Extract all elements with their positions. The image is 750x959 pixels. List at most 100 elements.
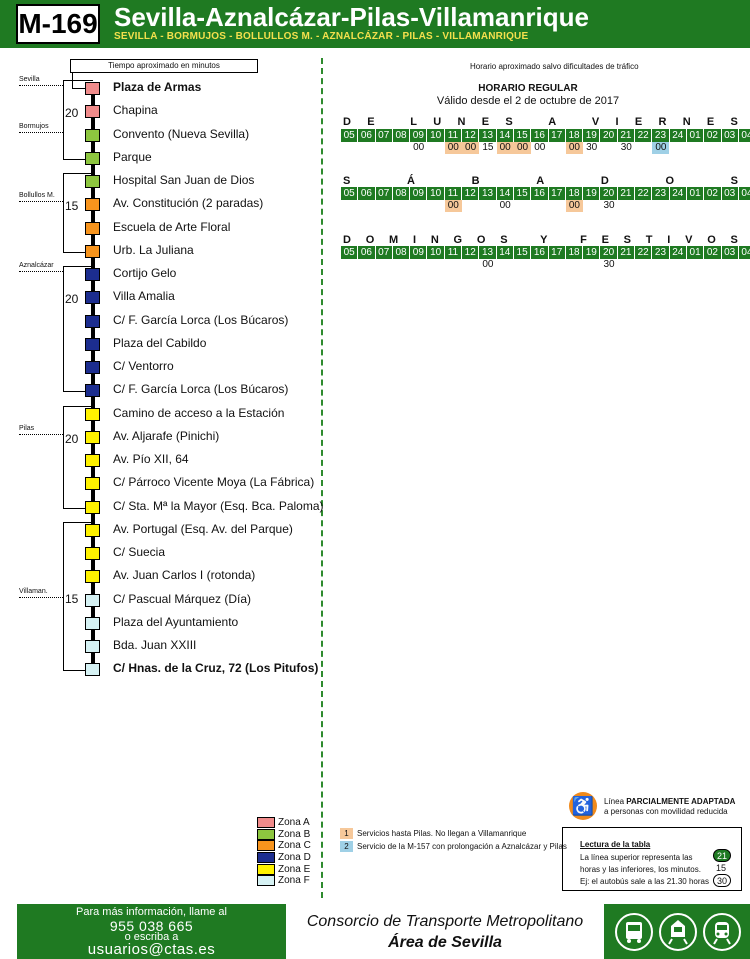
segment-bracket — [63, 405, 93, 509]
time-label: Tiempo aproximado en minutos — [70, 59, 258, 73]
hour-cell: 20 — [600, 187, 618, 200]
bus-icon — [615, 913, 653, 951]
hour-cell: 04 — [738, 129, 750, 142]
hour-cell: 23 — [652, 246, 670, 259]
stop-marker — [85, 198, 100, 212]
segment-bracket — [63, 521, 93, 672]
day-label-letter: N — [682, 116, 691, 128]
minute-cell: 30 — [620, 142, 632, 153]
stop-name: C/ Hnas. de la Cruz, 72 (Los Pitufos) — [113, 661, 319, 676]
stop-marker — [85, 244, 100, 258]
reading-line2: horas y las inferiores, los minutos. — [580, 865, 701, 874]
reading-line1: La línea superior representa las — [580, 853, 693, 862]
segment-minutes: 20 — [65, 431, 79, 446]
footer-phone[interactable]: 955 038 665 — [109, 918, 194, 934]
day-label-letter: O — [365, 234, 375, 246]
day-label-letter — [522, 234, 525, 246]
day-label-letter: O — [665, 175, 674, 187]
minute-cell: 00 — [496, 142, 514, 154]
day-label-letter: I — [412, 234, 417, 246]
hour-cell: 11 — [444, 187, 463, 200]
stop-name: Hospital San Juan de Dios — [113, 173, 255, 187]
example-hour: 21 — [713, 849, 731, 862]
stop-name: Av. Pío XII, 64 — [113, 452, 189, 466]
line-code-badge: M-169 — [16, 4, 100, 44]
minute-cell: 00 — [499, 200, 511, 211]
stop-marker — [85, 384, 100, 398]
stop-name: C/ F. García Lorca (Los Búcaros) — [113, 382, 289, 397]
hour-cell: 07 — [375, 246, 393, 259]
day-label-letter: T — [645, 234, 653, 246]
zone-swatch — [257, 852, 275, 864]
example-minute-1: 15 — [716, 863, 727, 873]
hour-cell: 05 — [341, 129, 359, 142]
zone-row: Zona D — [257, 852, 311, 864]
town-divider — [19, 201, 63, 203]
hour-cell: 15 — [513, 129, 532, 142]
town-label: Pilas — [19, 424, 35, 432]
hour-cell: 03 — [721, 187, 739, 200]
day-label-letter: V — [591, 116, 600, 128]
zone-swatch — [257, 875, 275, 887]
stop-marker — [85, 361, 100, 374]
day-label-letter: O — [707, 234, 716, 246]
stop-name: Av. Portugal (Esq. Av. del Parque) — [113, 521, 293, 536]
remark-text: Servicios hasta Pilas. No llegan a Villa… — [357, 828, 527, 838]
day-label-letter: D — [343, 116, 351, 128]
stop-name: C/ F. García Lorca (Los Búcaros) — [113, 312, 289, 327]
day-label-letter: E — [367, 116, 375, 128]
hour-cell: 07 — [375, 187, 393, 200]
stop-name: Plaza de Armas — [113, 80, 202, 94]
footer-email[interactable]: usuarios@ctas.es — [87, 941, 216, 958]
stop-marker — [85, 407, 100, 421]
hour-cell: 20 — [600, 246, 618, 259]
day-label-letter: S — [730, 116, 738, 128]
hour-cell: 10 — [427, 246, 445, 259]
day-label-letter: S — [500, 234, 508, 246]
day-label-letter: L — [410, 116, 417, 128]
footer-org-line1: Consorcio de Transporte Metropolitano — [306, 913, 584, 930]
day-label-letter: S — [343, 175, 351, 187]
stop-name: Cortijo Gelo — [113, 266, 177, 280]
zone-swatch — [257, 817, 275, 829]
hour-cell: 24 — [669, 129, 687, 142]
stop-name: Plaza del Cabildo — [113, 335, 207, 350]
hour-cell: 03 — [721, 129, 739, 142]
stop-marker — [85, 291, 100, 305]
hour-cell: 06 — [358, 187, 376, 200]
minute-cell: 30 — [603, 259, 615, 270]
day-label-letter: U — [433, 116, 442, 128]
minute-cell: 30 — [586, 142, 598, 153]
day-label-letter: B — [471, 175, 480, 187]
hour-cell: 04 — [738, 246, 750, 259]
hour-cell: 09 — [410, 129, 428, 142]
remark-number: 2 — [340, 840, 353, 852]
hour-cell: 10 — [427, 187, 445, 200]
minute-cell: 00 — [565, 142, 583, 154]
remark-number: 1 — [340, 827, 353, 839]
hour-cell: 10 — [427, 129, 445, 142]
hour-cell: 24 — [669, 187, 687, 200]
stop-name: Urb. La Juliana — [113, 242, 194, 257]
day-label-letter: S — [623, 234, 632, 246]
hour-cell: 13 — [479, 187, 497, 200]
hour-cell: 13 — [479, 246, 497, 259]
minute-cell: 00 — [482, 259, 494, 270]
hour-cell: 12 — [462, 246, 480, 259]
day-label-letter: S — [730, 234, 738, 246]
footer-info-line: Para más información, llame al — [75, 906, 227, 918]
minute-cell: 00 — [652, 142, 670, 154]
schedule-valid-from: Válido desde el 2 de octubre de 2017 — [436, 95, 620, 107]
day-label-letter: E — [601, 234, 609, 246]
day-label-letter: N — [457, 116, 466, 128]
route-title: Sevilla-Aznalcázar-Pilas-Villamanrique — [114, 2, 589, 32]
town-label: Sevilla — [19, 76, 40, 83]
hour-cell: 01 — [686, 246, 705, 259]
day-label-letter: Y — [540, 234, 548, 246]
stop-marker — [85, 663, 100, 677]
minute-cell: 00 — [534, 142, 546, 153]
day-label-letter: Á — [407, 175, 415, 187]
